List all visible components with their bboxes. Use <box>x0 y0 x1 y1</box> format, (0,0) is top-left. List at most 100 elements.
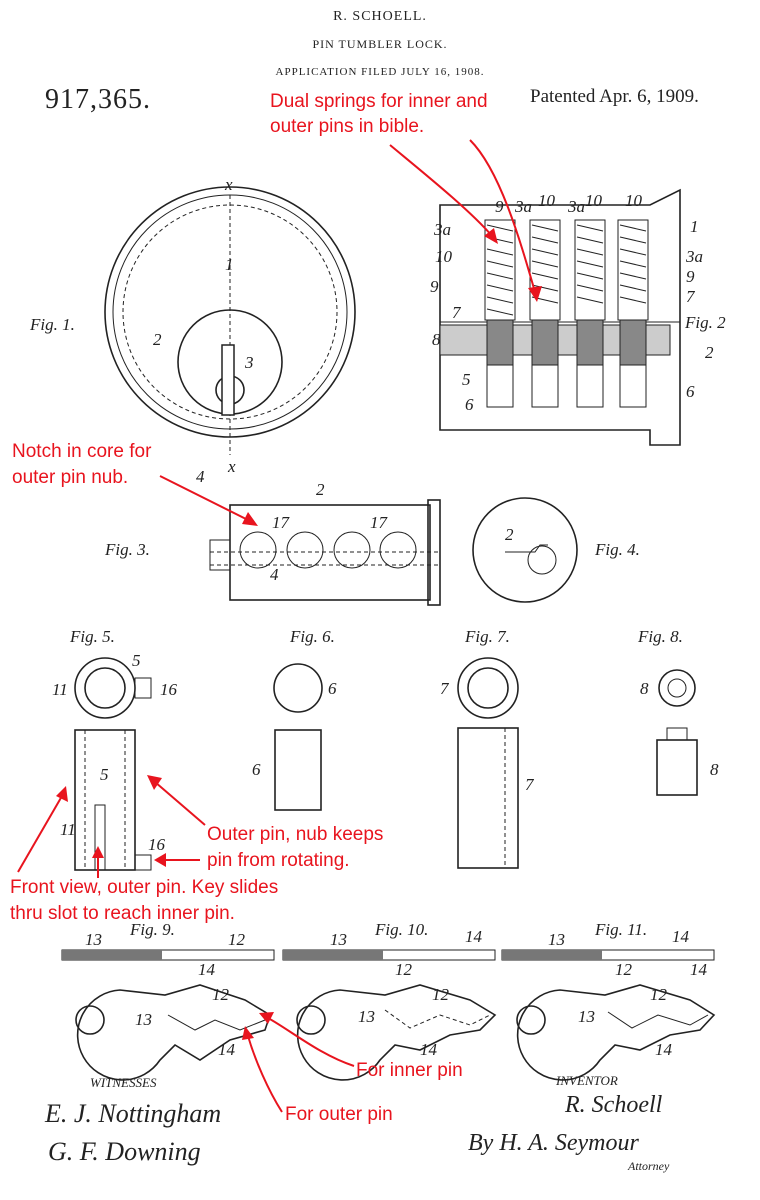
label-1-fig2: 1 <box>690 217 699 236</box>
label-13-fig11-bar: 13 <box>548 930 565 949</box>
label-6-fig6: 6 <box>252 760 261 779</box>
annotation-inner-pin: For inner pin <box>356 1060 463 1081</box>
arrow-inner-pin <box>267 1017 355 1067</box>
patent-number: 917,365. <box>45 84 151 115</box>
fig4-label: Fig. 4. <box>594 540 640 559</box>
label-3a-fig2-top2: 3a <box>567 197 585 216</box>
fig9-drawing: Fig. 9. 13 12 14 13 12 14 <box>61 920 275 1081</box>
annotation-dual-springs-1: Dual springs for inner and <box>270 91 488 112</box>
label-14-fig10: 14 <box>420 1040 438 1059</box>
signature-block: WITNESSES E. J. Nottingham G. F. Downing… <box>44 1073 670 1173</box>
label-2-fig4: 2 <box>505 525 514 544</box>
label-3a-fig2-b: 3a <box>685 247 703 266</box>
witness-signature-1: E. J. Nottingham <box>44 1099 221 1128</box>
label-2-fig1: 2 <box>153 330 162 349</box>
inventor-label: INVENTOR <box>555 1073 618 1088</box>
label-14-fig11-bar: 14 <box>672 927 690 946</box>
witnesses-label: WITNESSES <box>90 1075 157 1090</box>
annotation-notch-2: outer pin nub. <box>12 467 128 488</box>
fig11-label: Fig. 11. <box>594 920 647 939</box>
annotation-outer-pin-1: Outer pin, nub keeps <box>207 824 383 845</box>
fig5-drawing: Fig. 5. 5 11 16 5 11 16 <box>52 627 178 871</box>
label-8-fig8: 8 <box>710 760 719 779</box>
label-5-fig5: 5 <box>100 765 109 784</box>
label-12-fig9-bar: 12 <box>228 930 246 949</box>
fig7-label: Fig. 7. <box>464 627 510 646</box>
fig10-label: Fig. 10. <box>374 920 428 939</box>
fig1-label: Fig. 1. <box>29 315 75 334</box>
label-13-fig11: 13 <box>578 1007 595 1026</box>
label-3a-fig2-top: 3a <box>514 197 532 216</box>
fig1-drawing: x 1 2 3 4 x Fig. 1. <box>29 175 356 486</box>
label-17-fig3-a: 17 <box>272 513 291 532</box>
label-8-fig2: 8 <box>432 330 441 349</box>
label-x-bottom: x <box>227 457 236 476</box>
arrow-springs-1 <box>389 144 493 237</box>
label-14-fig11: 14 <box>655 1040 673 1059</box>
label-12-fig9: 12 <box>212 985 230 1004</box>
label-17-fig3-b: 17 <box>370 513 389 532</box>
label-5-fig2: 5 <box>462 370 471 389</box>
annotation-front-view-2: thru slot to reach inner pin. <box>10 903 235 924</box>
label-6-fig2-b: 6 <box>686 382 695 401</box>
label-11-fig5: 11 <box>60 820 76 839</box>
label-10-fig2-top3: 10 <box>625 191 643 210</box>
label-10-fig2-a: 10 <box>435 247 453 266</box>
label-2-fig3: 2 <box>316 480 325 499</box>
label-14-fig9: 14 <box>218 1040 236 1059</box>
patented-date: Patented Apr. 6, 1909. <box>530 86 699 107</box>
witness-signature-2: G. F. Downing <box>48 1137 201 1166</box>
attorney-signature: By H. A. Seymour <box>468 1130 640 1156</box>
arrow-outer-pin-body <box>154 781 206 826</box>
pin-stack-3 <box>574 219 606 408</box>
label-11-fig5-top: 11 <box>52 680 68 699</box>
fig10-drawing: Fig. 10. 13 14 12 13 12 14 <box>282 920 497 1081</box>
label-9-fig2-b: 9 <box>686 267 695 286</box>
label-3a-fig2-a: 3a <box>433 220 451 239</box>
label-4-fig3: 4 <box>270 565 279 584</box>
label-14-fig11-bar2: 14 <box>690 960 708 979</box>
annotation-notch-1: Notch in core for <box>12 441 152 462</box>
label-9-fig2-a: 9 <box>430 277 439 296</box>
pin-stack-2 <box>529 219 561 408</box>
label-12-fig11: 12 <box>650 985 668 1004</box>
label-6-fig2: 6 <box>465 395 474 414</box>
annotation-outer-pin: For outer pin <box>285 1104 393 1125</box>
fig6-drawing: Fig. 6. 6 6 <box>252 627 337 811</box>
label-13-fig10: 13 <box>358 1007 375 1026</box>
label-13-fig10-bar: 13 <box>330 930 347 949</box>
fig6-label: Fig. 6. <box>289 627 335 646</box>
fig3-drawing: 2 17 17 4 Fig. 3. <box>104 480 441 606</box>
label-9-fig2-top: 9 <box>495 197 504 216</box>
label-14-fig10-bar: 14 <box>465 927 483 946</box>
label-1-fig1: 1 <box>225 255 234 274</box>
fig2-label: Fig. 2 <box>684 313 726 332</box>
label-13-fig9: 13 <box>135 1010 152 1029</box>
application-filed: APPLICATION FILED JULY 16, 1908. <box>276 66 485 78</box>
label-10-fig2-top2: 10 <box>585 191 603 210</box>
attorney-label: Attorney <box>627 1159 670 1173</box>
fig4-drawing: 2 Fig. 4. <box>472 497 640 603</box>
label-13-fig9-bar: 13 <box>85 930 102 949</box>
label-8-fig8-top: 8 <box>640 679 649 698</box>
label-12-fig10-bar: 12 <box>395 960 413 979</box>
label-16-fig5-top: 16 <box>160 680 178 699</box>
inventor-signature: R. Schoell <box>564 1092 663 1118</box>
arrow-notch <box>159 475 249 521</box>
inventor-name: R. SCHOELL. <box>333 9 427 24</box>
label-7-fig2-a: 7 <box>452 303 462 322</box>
fig8-label: Fig. 8. <box>637 627 683 646</box>
fig7-drawing: Fig. 7. 7 7 <box>440 627 535 869</box>
label-2-fig2: 2 <box>705 343 714 362</box>
patent-title: PIN TUMBLER LOCK. <box>312 37 447 51</box>
annotation-layer: Dual springs for inner and outer pins in… <box>10 91 542 1125</box>
fig2-drawing: 3a 10 9 7 8 5 6 9 3a 10 3a 10 10 1 3a 9 … <box>430 188 726 446</box>
label-3-fig1: 3 <box>244 353 254 372</box>
arrow-springs-2 <box>469 139 536 293</box>
label-10-fig2-top1: 10 <box>538 191 556 210</box>
annotation-outer-pin-2: pin from rotating. <box>207 850 350 871</box>
annotation-front-view-1: Front view, outer pin. Key slides <box>10 877 278 898</box>
label-6-fig6-top: 6 <box>328 679 337 698</box>
label-5-fig5-top: 5 <box>132 651 141 670</box>
